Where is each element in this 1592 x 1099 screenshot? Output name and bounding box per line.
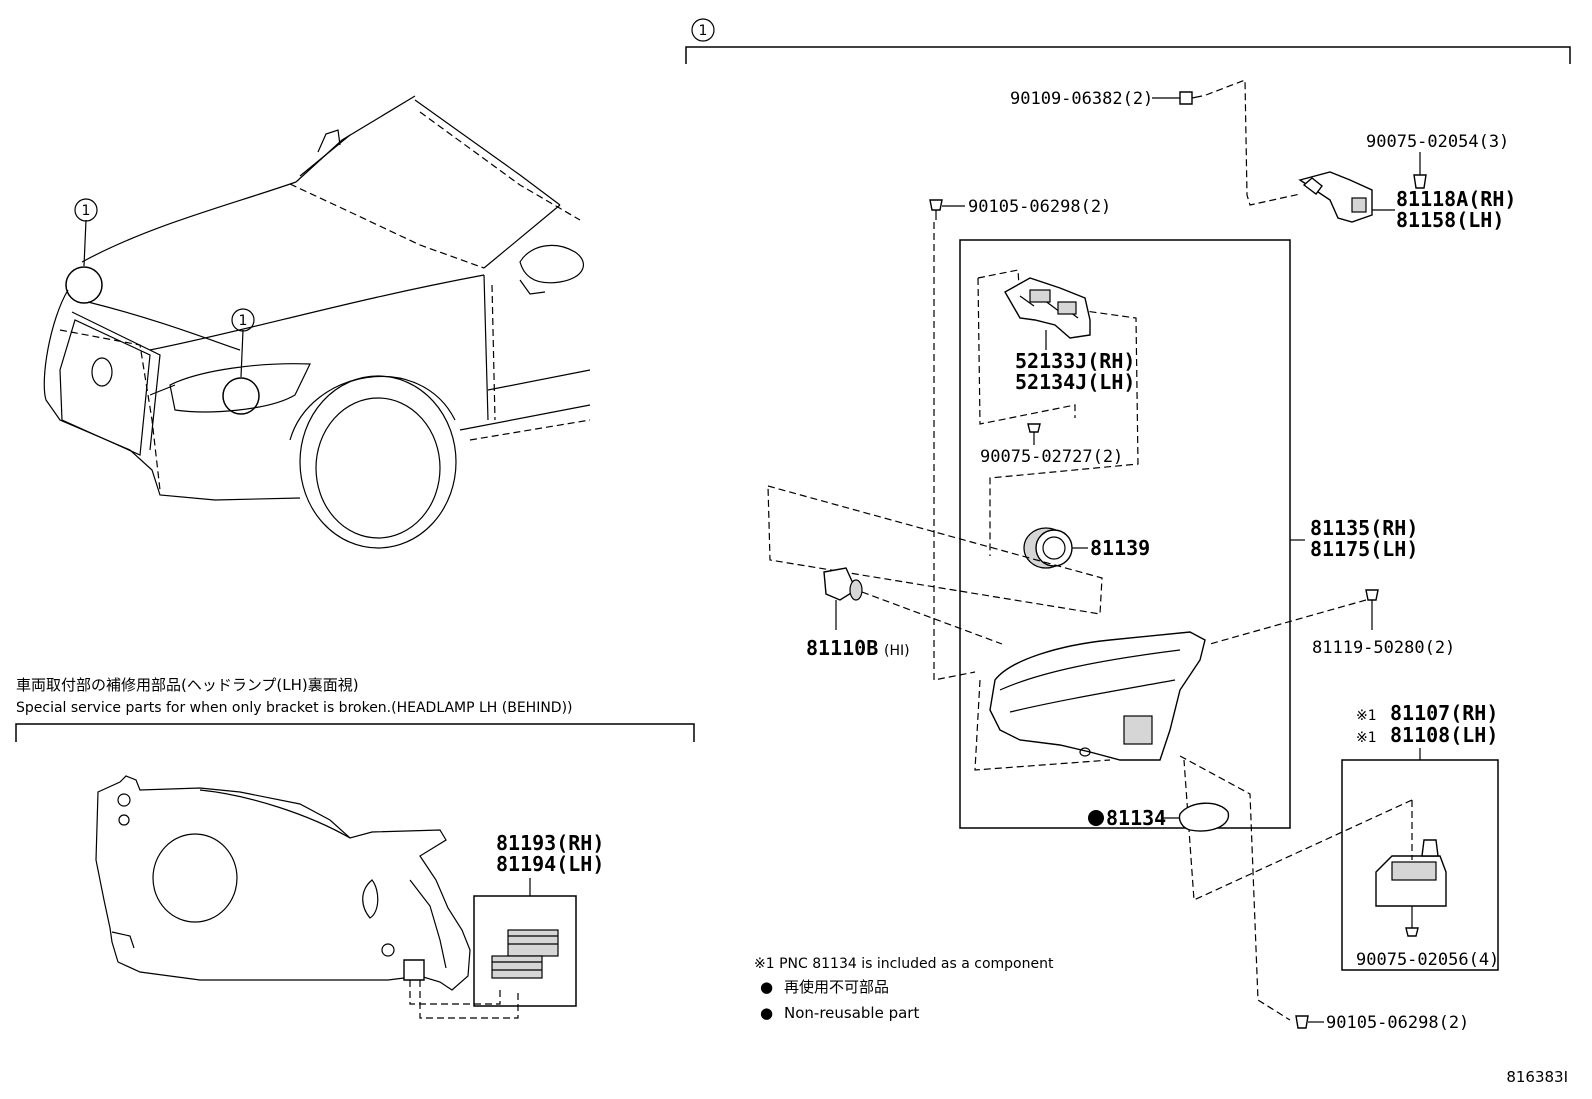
part-90105-06298-bottom: 90105-06298(2) <box>1326 1013 1469 1033</box>
notes-block: ※1 PNC 81134 is included as a component … <box>754 956 1054 1022</box>
part-81107-rh: 81107(RH) <box>1390 701 1498 725</box>
note-non-reusable-en: Non-reusable part <box>784 1004 919 1022</box>
callout-label-1: 1 <box>82 203 91 219</box>
special-service-title-ja: 車両取付部の補修用部品(ヘッドランプ(LH)裏面視) <box>16 676 359 694</box>
part-81158-lh: 81158(LH) <box>1396 208 1504 232</box>
part-81108-lh: 81108(LH) <box>1390 723 1498 747</box>
screw-90105-bottom: 90105-06298(2) <box>1295 1013 1469 1033</box>
special-service-section: 車両取付部の補修用部品(ヘッドランプ(LH)裏面視) Special servi… <box>15 676 695 1019</box>
part-81118A-rh: 81118A(RH) <box>1396 187 1516 211</box>
gasket-81134: 81134 <box>1088 755 1291 1021</box>
part-81175-lh: 81175(LH) <box>1310 537 1418 561</box>
assembly-callout: 1 <box>699 23 708 39</box>
part-81139: 81139 <box>1090 536 1150 560</box>
headlamp-assembly-frame <box>959 239 1291 829</box>
callout-label-2: 1 <box>239 313 248 329</box>
part-81110B: 81110B <box>806 636 878 660</box>
part-90075-02056: 90075-02056(4) <box>1356 950 1499 970</box>
part-81193-rh: 81193(RH) <box>496 831 604 855</box>
headlamp-unit-81135: 81135(RH) 81175(LH) <box>974 516 1418 771</box>
screw-90109: 90109-06382(2) <box>1010 79 1301 206</box>
note-bullet-2: ● <box>760 1004 773 1022</box>
ballast-mark-rh: ※1 <box>1356 708 1377 724</box>
part-81135-rh: 81135(RH) <box>1310 516 1418 540</box>
part-90105-06298-top: 90105-06298(2) <box>968 197 1111 217</box>
special-service-title-en: Special service parts for when only brac… <box>16 700 573 716</box>
non-reusable-mark <box>1088 810 1104 826</box>
screw-90075-02727: 90075-02727(2) <box>980 423 1123 467</box>
bracket-81118A: 90075-02054(3) 81118A(RH) 81158(LH) <box>1298 132 1516 232</box>
note-non-reusable-ja: 再使用不可部品 <box>784 978 889 996</box>
bulb-81110B: 81110B (HI) <box>806 567 1003 660</box>
screw-81119: 81119-50280(2) <box>1209 589 1455 658</box>
part-90109-06382: 90109-06382(2) <box>1010 89 1153 109</box>
car-front-illustration: 1 1 <box>43 95 591 549</box>
part-81194-lh: 81194(LH) <box>496 852 604 876</box>
part-52134J-lh: 52134J(LH) <box>1015 370 1135 394</box>
assembly-bracket: 1 <box>685 18 1571 64</box>
bracket-52133J: 52133J(RH) 52134J(LH) <box>977 269 1139 556</box>
note-pnc: ※1 PNC 81134 is included as a component <box>754 956 1054 972</box>
part-52133J-rh: 52133J(RH) <box>1015 349 1135 373</box>
part-81134: 81134 <box>1106 806 1166 830</box>
ballast-81107: ※1 81107(RH) ※1 81108(LH) 90075-02056(4) <box>1183 701 1499 971</box>
screw-90105-top: 90105-06298(2) <box>929 197 1111 681</box>
part-90075-02054: 90075-02054(3) <box>1366 132 1509 152</box>
part-90075-02727: 90075-02727(2) <box>980 447 1123 467</box>
ballast-mark-lh: ※1 <box>1356 730 1377 746</box>
figure-id: 816383I <box>1506 1068 1568 1086</box>
part-81110B-suffix: (HI) <box>884 643 910 659</box>
cap-81139: 81139 <box>1023 527 1150 569</box>
note-bullet-1: ● <box>760 978 773 996</box>
part-81119-50280: 81119-50280(2) <box>1312 638 1455 658</box>
